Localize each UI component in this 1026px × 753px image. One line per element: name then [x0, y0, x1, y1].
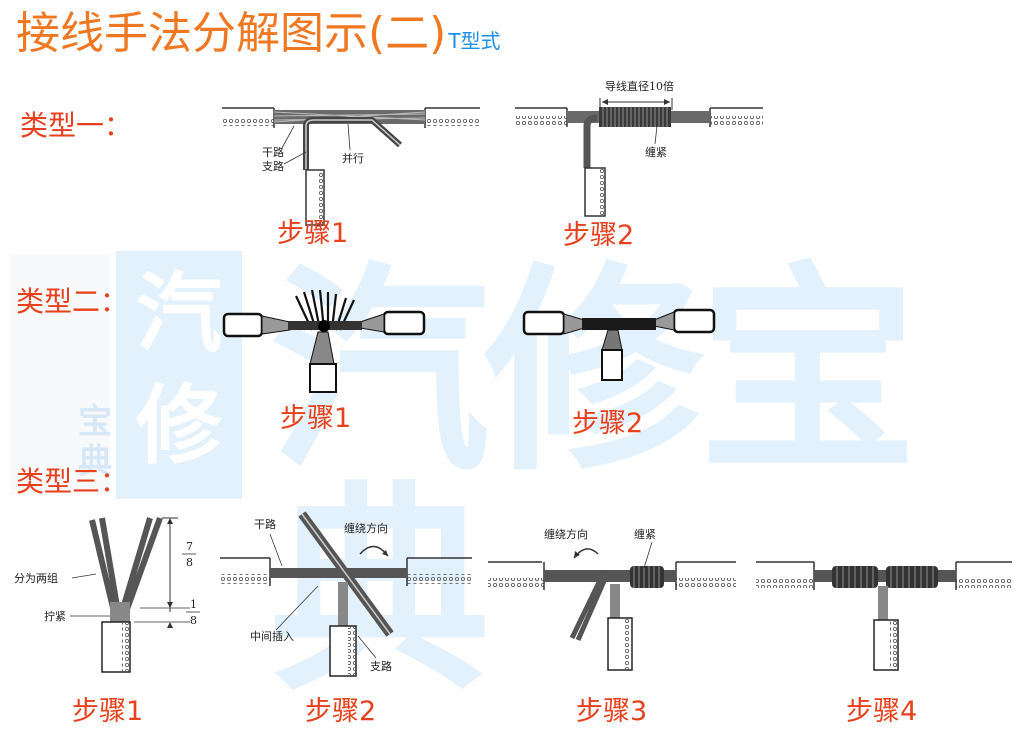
type-2-step-1-diagram — [222, 288, 427, 398]
annot-main-line: 干路 — [262, 146, 284, 159]
type-1-step-2-label: 步骤2 — [563, 220, 635, 251]
watermark-panel-top: 汽 — [136, 264, 222, 364]
watermark-panel-bottom: 修 — [136, 376, 222, 476]
annot-one-eighth: 1 — [190, 598, 197, 611]
annot-main-line: 干路 — [254, 518, 276, 531]
annot-ten-times-diameter: 导线直径10倍 — [605, 79, 674, 93]
watermark-left-column: 宝 典 — [10, 255, 112, 495]
type-1-label: 类型一： — [20, 109, 133, 142]
watermark-panel: 汽 修 — [116, 251, 242, 499]
svg-text:8: 8 — [186, 556, 193, 569]
type-2-step-2-diagram — [522, 308, 722, 393]
annot-insert-middle: 中间插入 — [250, 629, 294, 643]
type-3-step-3-diagram: 缠绕方向 缠紧 — [486, 510, 741, 671]
annot-split-two-groups: 分为两组 — [14, 571, 58, 585]
type-3-step-1-label: 步骤1 — [72, 696, 144, 727]
type-3-step-3-label: 步骤3 — [576, 696, 648, 727]
title-sub: T型式 — [448, 29, 501, 53]
type-3-step-2-label: 步骤2 — [305, 696, 377, 727]
type-3-step-4-diagram — [754, 560, 1014, 671]
type-3-step-1-diagram: 7 8 1 8 分为两组 拧紧 — [10, 512, 210, 673]
annot-twist-tight: 拧紧 — [44, 609, 66, 623]
title-main: 接线手法分解图示(二) — [16, 8, 447, 59]
annot-branch-line: 支路 — [262, 160, 284, 173]
type-1-step-1-label: 步骤1 — [277, 218, 349, 249]
svg-text:8: 8 — [190, 614, 197, 627]
type-3-step-2-diagram: 干路 缠绕方向 中间插入 支路 — [220, 510, 475, 677]
watermark-big-text: 汽修宝典 — [270, 244, 918, 720]
type-1-step-1-diagram: 干路 支路 并行 — [222, 100, 482, 226]
annot-tighten: 缠紧 — [645, 145, 667, 159]
annot-seven-eighths: 7 — [186, 540, 193, 553]
annot-branch-line: 支路 — [370, 660, 392, 673]
annot-winding-direction: 缠绕方向 — [544, 527, 588, 541]
annot-tighten: 缠紧 — [634, 527, 656, 541]
type-2-step-2-label: 步骤2 — [572, 408, 644, 439]
type-3-label: 类型三： — [16, 465, 129, 498]
type-2-step-1-label: 步骤1 — [280, 403, 352, 434]
page-title: 接线手法分解图示(二)T型式 — [16, 12, 501, 56]
type-2-label: 类型二： — [16, 285, 129, 318]
watermark-small-top: 宝 — [78, 402, 112, 442]
type-3-step-4-label: 步骤4 — [846, 696, 918, 727]
watermark-small-bottom: 典 — [78, 442, 112, 482]
type-1-step-2-diagram: 导线直径10倍 缠紧 — [515, 78, 765, 217]
annot-parallel: 并行 — [342, 151, 364, 165]
annot-winding-direction: 缠绕方向 — [344, 521, 388, 535]
